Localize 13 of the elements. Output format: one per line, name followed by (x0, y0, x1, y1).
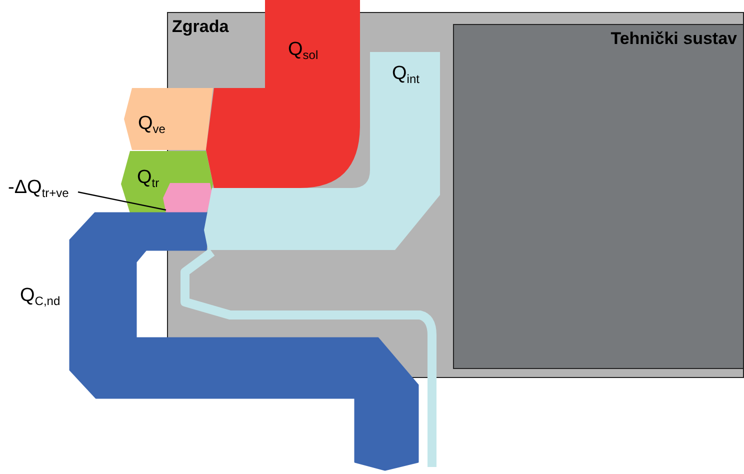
flow-label: -ΔQ$_{tr+ve}$ (8, 178, 69, 199)
energy-flow-band (121, 151, 214, 214)
flow-label: Q$_{sol}$ (288, 40, 318, 61)
energy-flow-band (124, 88, 214, 151)
technical-system-area (453, 24, 744, 369)
flow-label: Q$_{C,nd}$ (20, 286, 60, 307)
flow-label: Q$_{ve}$ (138, 114, 166, 135)
energy-flow-segment (70, 213, 419, 471)
flow-label: Q$_{tr}$ (137, 168, 160, 189)
flow-label: Q$_{int}$ (392, 64, 420, 85)
area-heading: Tehnički sustav (610, 29, 737, 49)
area-heading: Zgrada (172, 17, 229, 37)
leader-line (78, 191, 166, 211)
